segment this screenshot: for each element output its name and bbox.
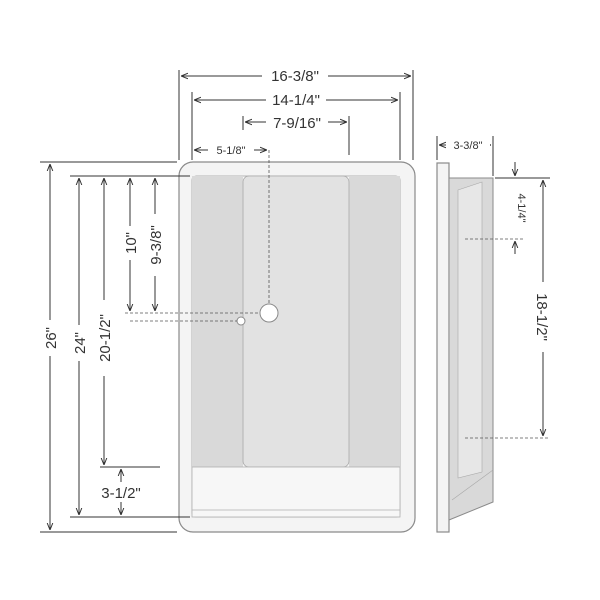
dim-inner-width: 14-1/4": [272, 92, 320, 109]
dim-center-panel-width: 7-9/16": [273, 115, 321, 132]
label-bg: [40, 320, 60, 356]
side-back-wall: [457, 181, 483, 479]
center-panel: [242, 175, 350, 468]
dim-overall-width: 16-3/8": [271, 68, 319, 85]
label-bg: [92, 482, 150, 502]
dim-main-compartment-height: 20-1/2": [97, 314, 114, 362]
dim-drain-to-bottom: 10": [123, 232, 140, 254]
label-bg: [533, 282, 553, 352]
dim-depth: 3-3/8": [454, 140, 483, 152]
label-bg: [94, 300, 114, 376]
dim-shelf-height: 3-1/2": [101, 485, 141, 502]
small-hole: [236, 316, 246, 326]
side-shelf-line: [451, 469, 494, 501]
dim-drain-offset: 5-1/8": [217, 145, 246, 157]
label-bg: [145, 214, 165, 276]
shelf: [191, 466, 401, 518]
dim-inner-height: 24": [72, 332, 89, 354]
label-bg: [208, 142, 254, 158]
dim-overall-height: 26": [43, 327, 60, 349]
front-view: 16-3/8" 14-1/4" 7-9/16" 5-1/8" 26" 24" 2…: [40, 64, 416, 533]
label-bg: [446, 137, 490, 153]
side-view: 3-3/8" 4-1/4" 18-1/2": [436, 136, 553, 533]
drain-hole: [259, 303, 279, 323]
dim-mount-span: 18-1/2": [533, 293, 550, 341]
label-bg: [69, 325, 89, 361]
dim-drain-from-top: 9-3/8": [148, 225, 165, 265]
label-bg: [266, 112, 328, 132]
label-bg: [505, 192, 523, 224]
label-bg: [120, 226, 140, 260]
side-flange: [436, 162, 450, 533]
dim-top-offset: 4-1/4": [515, 194, 527, 223]
left-side-panel: [192, 176, 243, 467]
label-bg: [266, 89, 326, 111]
label-bg: [262, 64, 328, 86]
right-side-panel: [349, 176, 400, 467]
